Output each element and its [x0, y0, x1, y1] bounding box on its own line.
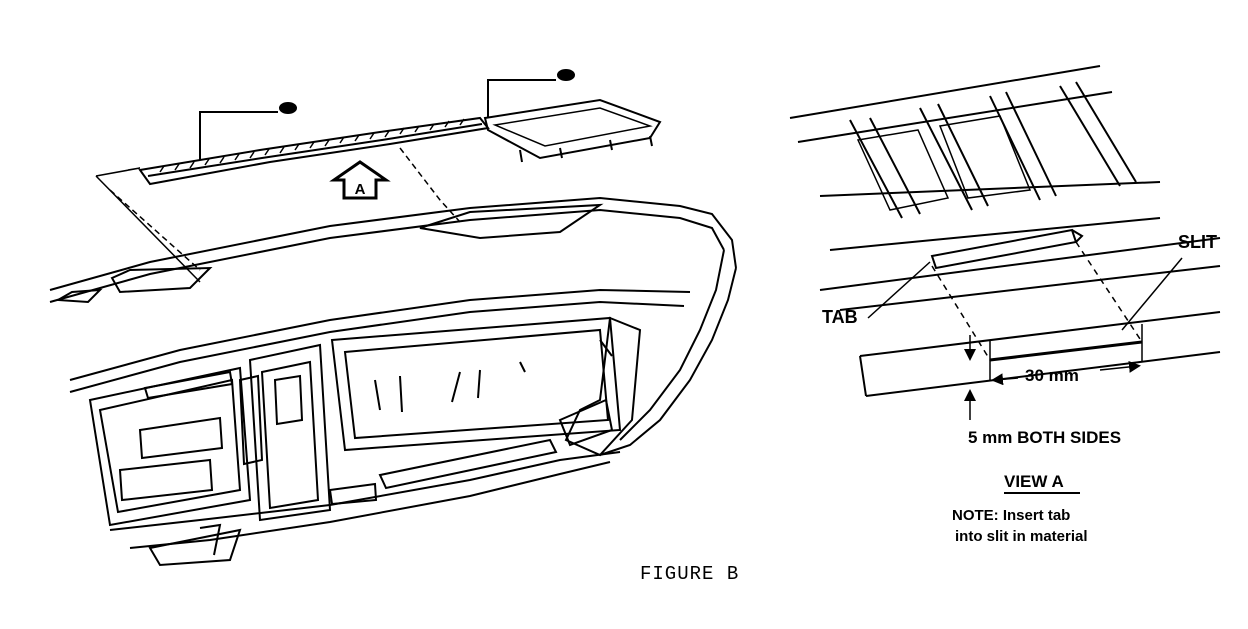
- instrument-panel-illustration: [49, 196, 737, 567]
- view-a-detail: [789, 65, 1221, 494]
- note-line-2: into slit in material: [955, 528, 1088, 545]
- projection-lines: [95, 147, 461, 283]
- margin-note: 5 mm BOTH SIDES: [968, 428, 1122, 447]
- defroster-grille-part: [138, 116, 490, 186]
- view-a-title: VIEW A: [1004, 472, 1064, 491]
- screw-fasteners: [199, 69, 575, 160]
- callout-letter: A: [355, 181, 366, 198]
- slit-label: SLIT: [1178, 232, 1217, 252]
- slit-length-dimension: 30 mm: [1025, 366, 1079, 385]
- view-a-callout: A: [329, 160, 391, 200]
- speaker-grille-part: [483, 98, 662, 163]
- note-line-1: NOTE: Insert tab: [952, 507, 1071, 524]
- tab-label: TAB: [822, 307, 858, 327]
- figure-caption: FIGURE B: [640, 563, 740, 585]
